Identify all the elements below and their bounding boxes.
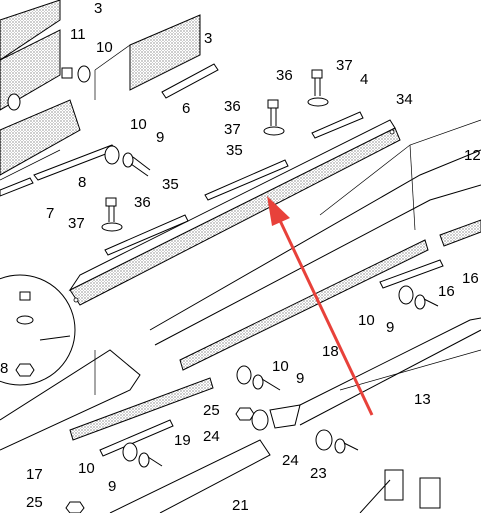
bracket-bottom-right — [359, 469, 441, 513]
callout-21: 21 — [232, 497, 249, 514]
bolt-36-low — [101, 197, 123, 232]
nut-25-a — [235, 407, 255, 421]
callout-9-c: 9 — [296, 370, 305, 387]
callout-10-c: 10 — [272, 358, 289, 375]
detail-circle — [0, 274, 76, 386]
plate-3-right — [94, 14, 201, 100]
washer-24-b — [315, 429, 333, 451]
callout-4: 4 — [360, 71, 369, 88]
callout-24-mid: 24 — [203, 428, 220, 445]
callout-16: 16 — [438, 283, 455, 300]
washer-10-c — [236, 365, 252, 385]
callout-8: 8 — [78, 174, 87, 191]
strip-16 — [439, 219, 481, 247]
callout-11: 11 — [70, 26, 86, 43]
callout-8-left: 8 — [0, 360, 9, 377]
callout-10-a: 10 — [130, 116, 147, 133]
callout-34: 34 — [396, 91, 413, 108]
callout-3-top: 3 — [94, 0, 103, 17]
callout-18: 18 — [322, 343, 339, 360]
callout-37-top: 37 — [336, 57, 353, 74]
strip-4 — [311, 111, 364, 139]
bar-19 — [69, 377, 214, 457]
callout-7: 7 — [46, 205, 55, 222]
washer-10-d — [122, 442, 138, 462]
nut-25-b — [65, 501, 85, 513]
callout-36-mid: 36 — [224, 98, 241, 115]
callout-36-top: 36 — [276, 67, 293, 84]
bolt-9-b — [414, 294, 439, 310]
strip-16b — [379, 259, 444, 289]
strip-21 — [109, 439, 271, 513]
bolt-9-a — [122, 152, 151, 177]
strip-6 — [161, 63, 219, 99]
callout-9-d: 9 — [108, 478, 117, 495]
bolt-23 — [334, 438, 359, 454]
strip-35-lower — [104, 214, 189, 256]
bolt-9-c — [252, 374, 281, 391]
bolt-36-top — [307, 69, 329, 107]
callout-37-mid: 37 — [224, 121, 241, 138]
callout-12: 12 — [464, 147, 481, 164]
callout-10-d: 10 — [78, 460, 95, 477]
callout-25-bottom: 25 — [26, 494, 43, 511]
red-arrow — [267, 196, 374, 416]
bolt-36-mid — [263, 99, 285, 136]
washer-24-a — [251, 409, 269, 431]
callout-24-right: 24 — [282, 452, 299, 469]
callout-6: 6 — [182, 100, 191, 117]
callout-19: 19 — [174, 432, 191, 449]
bar-34 — [68, 119, 401, 306]
washer-10-b — [398, 285, 414, 305]
callout-35-lower: 35 — [162, 176, 179, 193]
callout-17: 17 — [26, 466, 43, 483]
callout-37-low: 37 — [68, 215, 85, 232]
washer-left-edge — [7, 93, 21, 111]
bracket — [269, 404, 301, 429]
strip-35-upper — [204, 159, 289, 201]
frame-13 — [289, 317, 481, 426]
callout-36-low: 36 — [134, 194, 151, 211]
frame-12 — [149, 119, 481, 346]
callout-13: 13 — [414, 391, 431, 408]
bolt-9-d — [138, 452, 163, 468]
strip-8 — [33, 144, 117, 181]
panel-17 — [0, 349, 141, 451]
bar-18 — [179, 239, 429, 371]
plate-left-mid — [0, 99, 81, 181]
callout-10-top: 10 — [96, 39, 113, 56]
bolt-11 — [61, 65, 91, 83]
callout-10-b: 10 — [358, 312, 375, 329]
callout-35-upper: 35 — [226, 142, 243, 159]
callout-9-a: 9 — [156, 129, 165, 146]
callout-23: 23 — [310, 465, 327, 482]
strip-7 — [0, 177, 34, 197]
callout-3-right: 3 — [204, 30, 213, 47]
washer-10-a — [104, 145, 120, 165]
callout-16-right: 16 — [462, 270, 479, 287]
plate-3-left — [0, 0, 61, 111]
callout-25-mid: 25 — [203, 402, 220, 419]
callout-9-b: 9 — [386, 319, 395, 336]
